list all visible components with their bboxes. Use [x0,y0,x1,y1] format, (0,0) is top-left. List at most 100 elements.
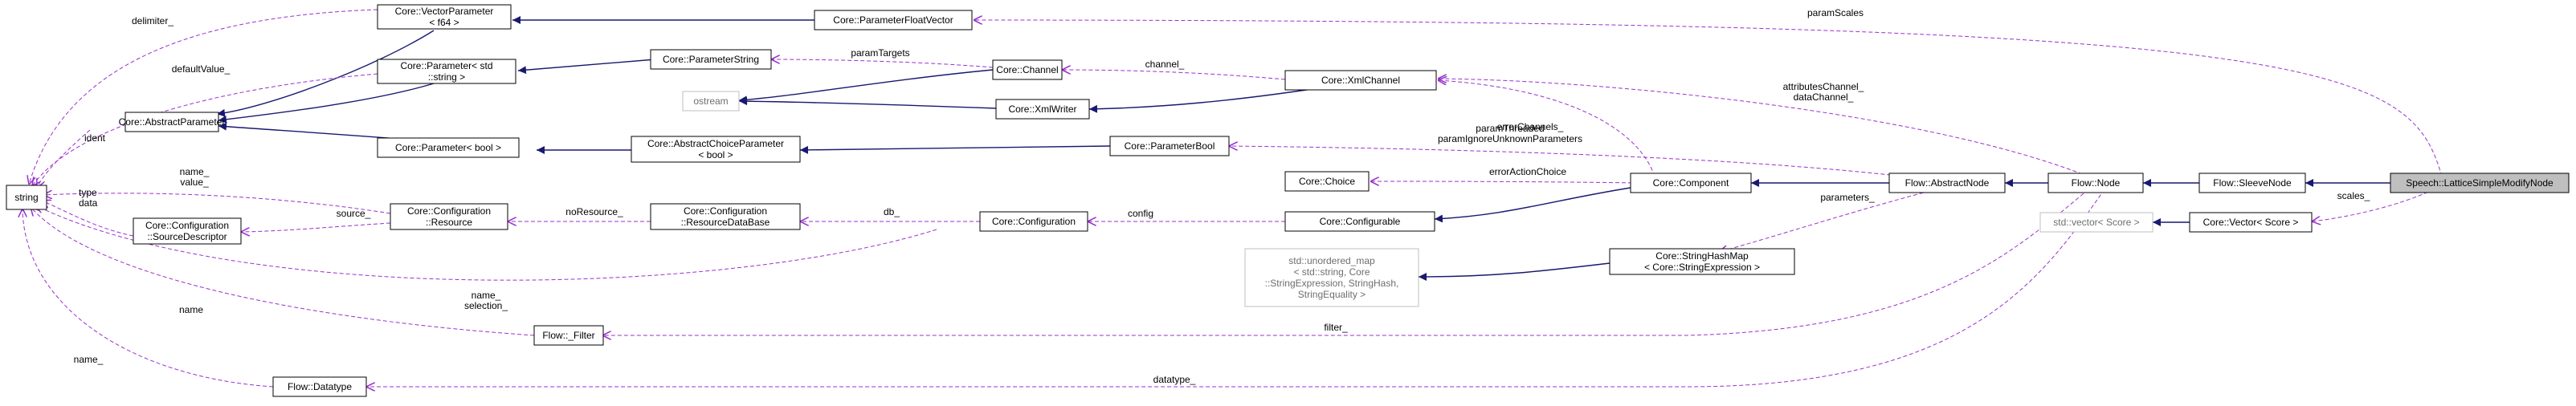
edge-lattice-to-parameterfloatvector [974,20,2443,177]
node-xmlwriter[interactable]: Core::XmlWriter [995,99,1090,120]
node-xmlchannel-box [1284,70,1437,91]
node-achoice[interactable]: Core::AbstractChoiceParameter< bool > [631,136,801,163]
node-pbool-box [377,137,520,158]
node-filter-box [533,325,604,346]
node-lattice-box [2390,173,2570,193]
edge-abstractparameter-to-string [37,129,91,188]
edge-configuration-to-string [35,205,937,281]
node-resdb-label: ::ResourceDataBase [681,217,770,228]
node-config-box [979,211,1088,232]
node-cvec-box [2189,212,2313,233]
edge-label-attributes: attributesChannel_ [1783,81,1864,92]
node-pboolp-box [1109,136,1230,156]
node-pstd[interactable]: Core::Parameter< std::string > [377,59,516,84]
edge-label-db: db_ [884,206,900,217]
node-abstract-box [125,112,219,132]
node-datatype[interactable]: Flow::Datatype [272,376,367,397]
edge-label-name: name [179,304,203,315]
edge-label-typedata: type [79,187,97,198]
node-channel[interactable]: Core::Channel [992,59,1063,80]
node-abstract-label: Core::AbstractParameter [119,116,226,128]
edge-filter-to-string [31,207,535,336]
node-svec[interactable]: std::vector< Score > [2039,212,2153,233]
node-xmlwriter-box [995,99,1090,120]
node-csrcd[interactable]: Core::Configuration::SourceDescriptor [133,217,242,245]
node-umap-label: < std::string, Core [1293,266,1370,278]
edge-label-paramtargets: paramTargets [851,47,909,59]
node-datatype-box [272,376,367,397]
node-choice[interactable]: Core::Choice [1284,171,1370,192]
node-cvec[interactable]: Core::Vector< Score > [2189,212,2313,233]
node-pfloat-label: Core::ParameterFloatVector [833,14,953,26]
edge-vectorparameter-to-abstractparameter [216,30,435,117]
node-ostream-label: ostream [693,95,728,107]
node-anode[interactable]: Flow::AbstractNode [1888,173,2006,193]
node-lattice-label: Speech::LatticeSimpleModifyNode [2406,177,2554,189]
node-config[interactable]: Core::Configuration [979,211,1088,232]
edge-label-errorchannels: errorChannels_ [1497,121,1564,132]
node-pbool[interactable]: Core::Parameter< bool > [377,137,520,158]
node-component-box [1630,173,1752,193]
node-choice-label: Core::Choice [1299,176,1355,187]
edge-label-paramscales: paramScales [1807,7,1864,18]
edge-label-delimiter: delimiter_ [132,15,174,26]
edge-xmlchannel-to-channel [1062,70,1286,80]
node-sleeve[interactable]: Flow::SleeveNode [2198,173,2306,193]
edge-stringhashmap-to-unorderedmap [1418,262,1611,281]
edge-label-channel: channel_ [1145,59,1185,70]
node-fnode-label: Flow::Node [2072,177,2121,189]
node-svec-label: std::vector< Score > [2053,217,2139,228]
edge-sourcedescriptor-from-resource [241,222,391,232]
node-umap[interactable]: std::unordered_map< std::string, Core::S… [1244,248,1419,307]
node-pstd-box [377,59,516,84]
node-crsrc-label: Core::Configuration [407,205,491,217]
node-configurable[interactable]: Core::Configurable [1284,211,1435,232]
edge-channel-to-ostream [738,69,994,104]
node-lattice[interactable]: Speech::LatticeSimpleModifyNode [2390,173,2570,193]
edge-label-datatype: datatype_ [1153,374,1196,385]
node-xmlwriter-label: Core::XmlWriter [1008,104,1076,115]
node-pstd-label: ::string > [428,71,465,83]
edge-component-to-choice [1370,181,1639,183]
node-filter[interactable]: Flow::_Filter [533,325,604,346]
node-csrcd-box [133,217,242,245]
node-configurable-box [1284,211,1435,232]
edge-lattice-to-corevector [2312,189,2435,221]
node-fnode-box [2047,173,2144,193]
edge-label-erroraction: errorActionChoice [1489,166,1566,177]
node-resdb-label: Core::Configuration [684,205,767,217]
edge-configresource-to-string [43,193,391,214]
edge-abstractnode-to-parameterbool [1229,146,1904,177]
node-pfloat[interactable]: Core::ParameterFloatVector [814,10,973,30]
edge-label-paramthreaded: paramIgnoreUnknownParameters [1438,133,1582,144]
edge-xmlchannel-to-xmlwriter [1088,87,1318,113]
node-pstring[interactable]: Core::ParameterString [650,49,772,70]
node-resdb-box [650,203,801,230]
node-shmap-label: Core::StringHashMap [1655,250,1749,262]
node-pboolp[interactable]: Core::ParameterBool [1109,136,1230,156]
edge-label-nameselection: selection_ [464,300,508,311]
node-shmap[interactable]: Core::StringHashMap< Core::StringExpress… [1609,248,1795,275]
node-component[interactable]: Core::Component [1630,173,1752,193]
node-xmlchannel-label: Core::XmlChannel [1321,75,1400,86]
node-string[interactable]: string [6,185,47,210]
edge-node-to-datatype [366,189,2105,387]
edge-label-parameters: parameters_ [1820,192,1875,203]
edge-label-noresource: noResource_ [565,206,623,217]
edge-label-typedata: data [79,197,98,209]
node-umap-label: std::unordered_map [1288,255,1375,266]
edge-channel-to-parameterstring [771,59,994,68]
node-fnode[interactable]: Flow::Node [2047,173,2144,193]
node-xmlchannel[interactable]: Core::XmlChannel [1284,70,1437,91]
node-abstract[interactable]: Core::AbstractParameter [119,112,226,132]
node-resdb[interactable]: Core::Configuration::ResourceDataBase [650,203,801,230]
node-string-label: string [14,192,38,203]
node-ostream[interactable]: ostream [682,91,740,112]
node-crsrc[interactable]: Core::Configuration::Resource [390,203,508,230]
node-vparam[interactable]: Core::VectorParameter< f64 > [377,4,512,30]
edge-vectorparameter-to-string [29,9,378,185]
node-anode-label: Flow::AbstractNode [1905,177,1990,189]
edge-label-scales: scales_ [2337,190,2370,201]
